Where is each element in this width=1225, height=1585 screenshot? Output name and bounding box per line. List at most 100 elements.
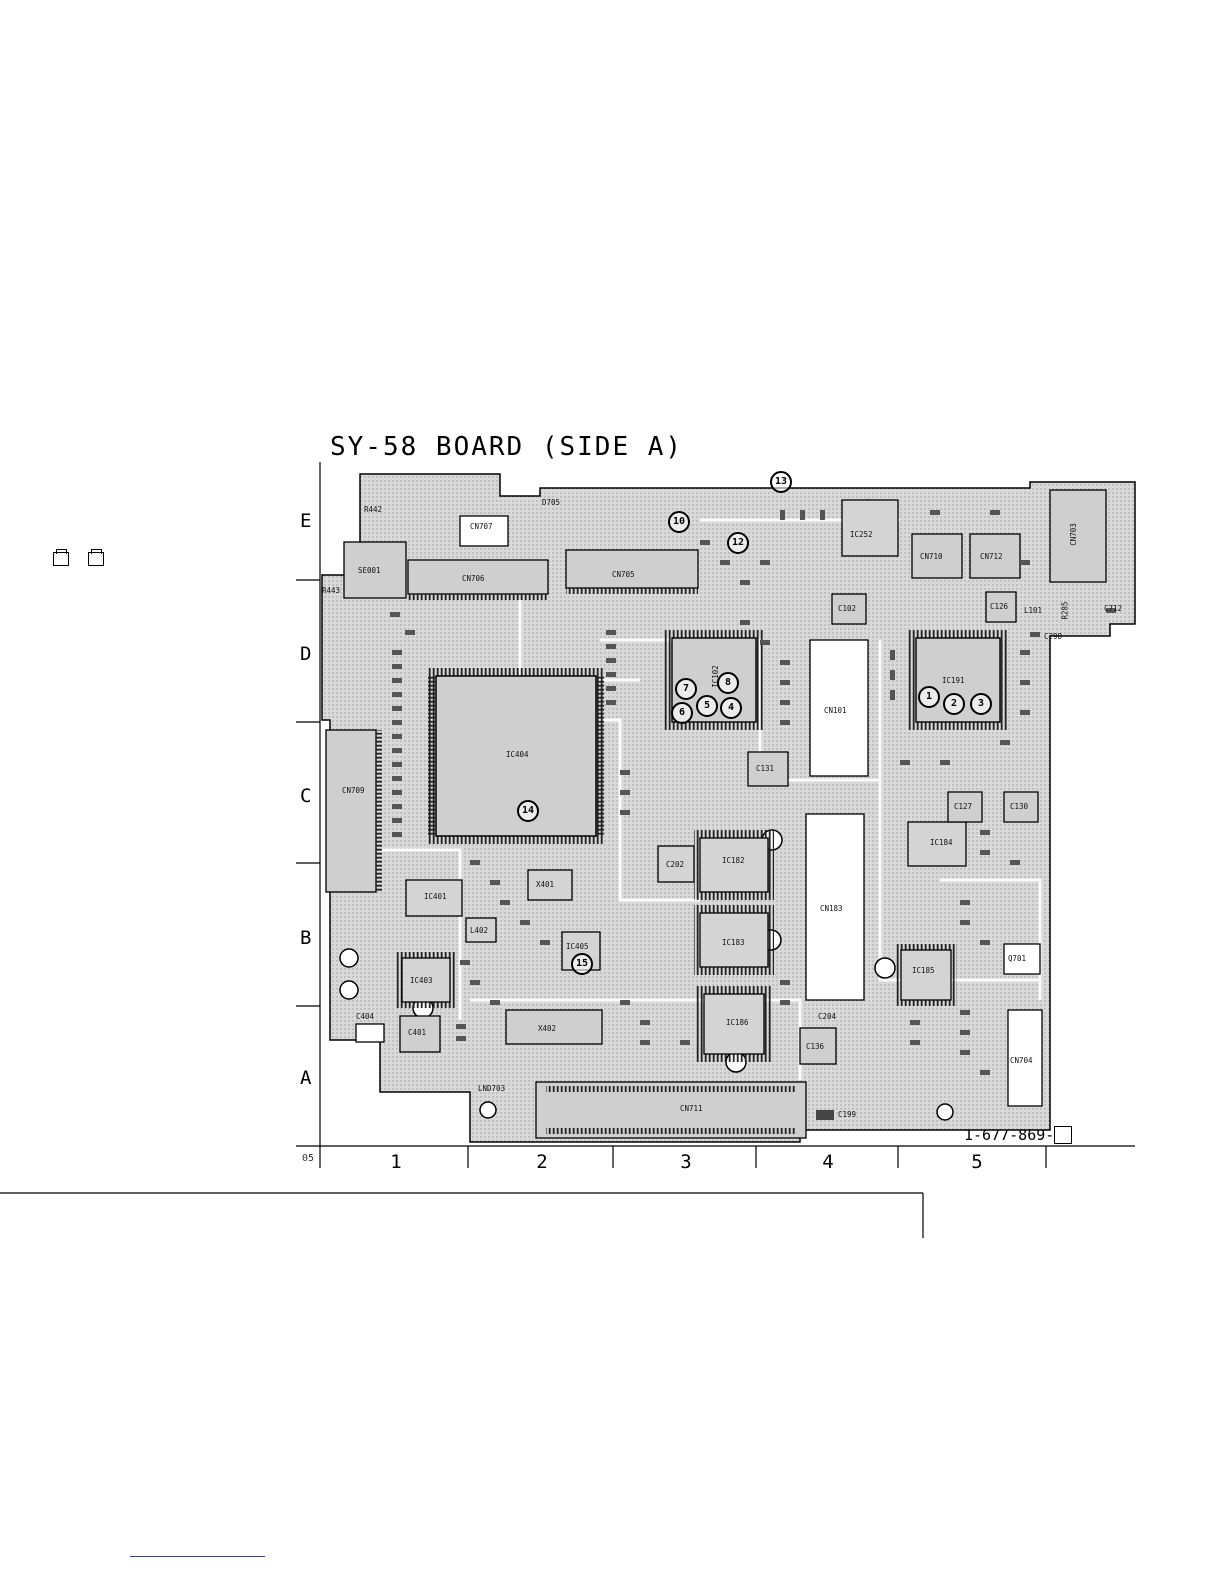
cn707-label: CN707 [470,522,493,531]
c126-capacitor [985,591,1017,623]
se001-label: SE001 [358,566,381,575]
q701-transistor [1003,943,1041,975]
callout-1: 1 [918,686,940,708]
callout-14: 14 [517,800,539,822]
column-label-4: 4 [822,1151,834,1173]
column-label-3: 3 [680,1151,692,1173]
row-label-d: D [300,643,312,665]
ic182-label: IC182 [722,856,745,865]
cn710-label: CN710 [920,552,943,561]
cn710-connector [911,533,963,579]
ic404-label: IC404 [506,750,529,759]
cn709-connector [325,729,377,893]
ic401-chip [405,879,463,917]
d705-label: D705 [542,498,561,507]
cn703-label: CN703 [1068,523,1078,546]
c136-label: C136 [806,1042,825,1051]
ic403-label: IC403 [410,976,433,985]
c136-capacitor [799,1027,837,1065]
cn712-label: CN712 [980,552,1003,561]
callout-8: 8 [717,672,739,694]
callout-13: 13 [770,471,792,493]
revision-box [1054,1126,1072,1144]
row-label-c: C [300,785,312,807]
r443-label: R443 [322,586,341,595]
ic404-chip [428,668,604,844]
c404-label: C404 [356,1012,375,1021]
c202-label: C202 [666,860,685,869]
x402-label: X402 [538,1024,557,1033]
c202-capacitor [657,845,695,883]
l402-inductor [465,917,497,943]
cn706-connector [407,559,549,595]
c199-capacitor [816,1110,834,1120]
ic401-label: IC401 [424,892,447,901]
c204-label: C204 [818,1012,837,1021]
ic191-label: IC191 [942,676,965,685]
row-label-b: B [300,927,312,949]
column-label-2: 2 [536,1151,548,1173]
cn705-label: CN705 [612,570,635,579]
callout-3: 3 [970,693,992,715]
grid-frame [296,462,1135,1168]
c127-capacitor [947,791,983,823]
ic184-label: IC184 [930,838,953,847]
cn711-label: CN711 [680,1104,703,1113]
c712-label: C712 [1104,604,1123,613]
callout-6: 6 [671,702,693,724]
ic252-label: IC252 [850,530,873,539]
q701-label: Q701 [1008,954,1027,963]
callout-12: 12 [727,532,749,554]
c199-label: C199 [838,1110,857,1119]
c298-label: C298 [1044,632,1063,641]
ic184-chip [907,821,967,867]
c130-label: C130 [1010,802,1029,811]
ic186-label: IC186 [726,1018,749,1027]
x402-crystal [505,1009,603,1045]
c126-label: C126 [990,602,1009,611]
cn709-label: CN709 [342,786,365,795]
cn183-connector [805,813,865,1001]
c404-capacitor [355,1023,385,1043]
c127-label: C127 [954,802,973,811]
chip-component-icon [53,549,69,566]
l101-label: L101 [1024,606,1043,615]
callout-15: 15 [571,953,593,975]
callout-4: 4 [720,697,742,719]
c131-capacitor [747,751,789,787]
x401-crystal [527,869,573,901]
c130-capacitor [1003,791,1039,823]
x401-label: X401 [536,880,555,889]
callout-2: 2 [943,693,965,715]
row-label-a: A [300,1067,312,1089]
cn704-label: CN704 [1010,1056,1033,1065]
c131-label: C131 [756,764,775,773]
callout-10: 10 [668,511,690,533]
sheet-code: 05 [302,1153,315,1164]
ic252-chip [841,499,899,557]
c401-capacitor [399,1015,441,1053]
r442-label: R442 [364,505,383,514]
ic405-label: IC405 [566,942,589,951]
page-link-underline [130,1556,265,1557]
callout-7: 7 [675,678,697,700]
cn706-label: CN706 [462,574,485,583]
cn704-connector [1007,1009,1043,1107]
cn707-connector [459,515,509,547]
cn101-connector [809,639,869,777]
c102-capacitor [831,593,867,625]
ic183-label: IC183 [722,938,745,947]
cn712-connector [969,533,1021,579]
column-label-1: 1 [390,1151,402,1173]
smd-components [390,510,1116,1075]
r285-label: R285 [1060,601,1070,620]
cn703-connector [1049,489,1107,583]
row-label-e: E [300,510,312,532]
c102-label: C102 [838,604,857,613]
column-label-5: 5 [971,1151,983,1173]
callout-5: 5 [696,695,718,717]
lnd703-label: LND703 [478,1084,506,1093]
ic185-label: IC185 [912,966,935,975]
cn183-label: CN183 [820,904,843,913]
